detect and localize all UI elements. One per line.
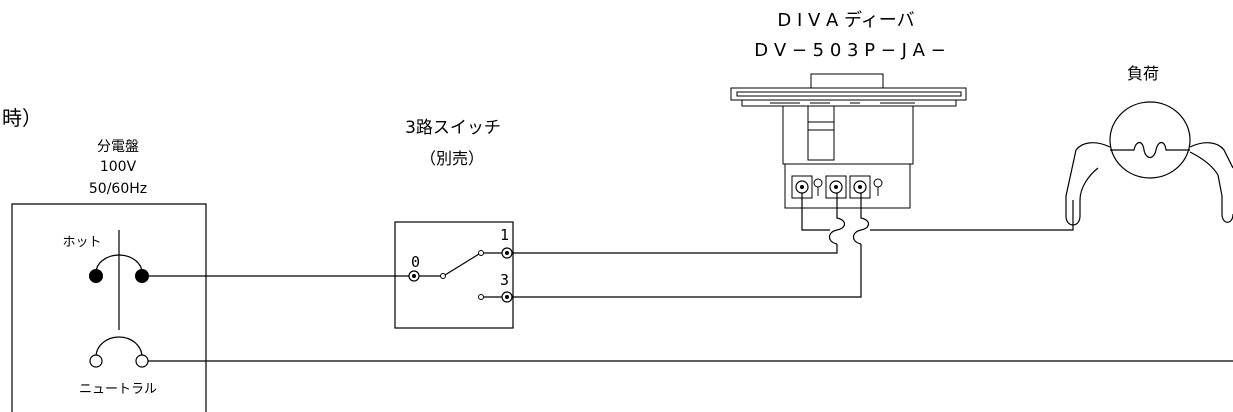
wire-dimmer-loop [801, 193, 830, 231]
product-name: D I V A ディーバ [777, 10, 914, 31]
neutral-terminal-left [89, 354, 103, 368]
panel-voltage: 100V [100, 159, 137, 175]
hot-arch [95, 254, 143, 274]
neutral-label: ニュートラル [79, 382, 157, 397]
switch-title: 3路スイッチ [405, 118, 501, 138]
wire-traveler-3 [512, 244, 862, 298]
lamp-bulb [1109, 101, 1191, 179]
terminal-0-label: 0 [411, 253, 420, 271]
product-model: D V − 5 0 3 P − J A − [754, 40, 945, 61]
terminal-1-label: 1 [500, 226, 509, 244]
panel-title: 分電盤 [97, 139, 139, 155]
dimmer-terminal-block [784, 163, 911, 209]
dimmer-body [782, 105, 914, 165]
panel-frequency: 50/60Hz [89, 181, 147, 197]
dimmer-device [730, 73, 967, 209]
wire-traveler-1 [512, 244, 838, 254]
panel-box [11, 203, 207, 412]
neutral-terminal-right [135, 354, 149, 368]
hot-terminal-right [135, 269, 149, 283]
hot-label: ホット [62, 235, 101, 250]
neutral-arch [95, 336, 143, 358]
switch-lever [444, 253, 480, 276]
hot-terminal-left [89, 269, 103, 283]
distribution-panel [11, 203, 207, 412]
dimmer-knob [810, 73, 884, 89]
switch-box [394, 221, 514, 329]
load-lamp [1065, 101, 1233, 228]
load-label: 負荷 [1127, 64, 1159, 83]
terminal-3-label: 3 [500, 271, 509, 289]
lamp-filament [1110, 141, 1190, 159]
wire-dimmer-to-load [870, 228, 1074, 231]
three-way-switch [394, 221, 514, 329]
wiring [148, 193, 1233, 362]
switch-note: （別売） [420, 149, 484, 168]
left-fragment-text: 時） [2, 106, 42, 130]
